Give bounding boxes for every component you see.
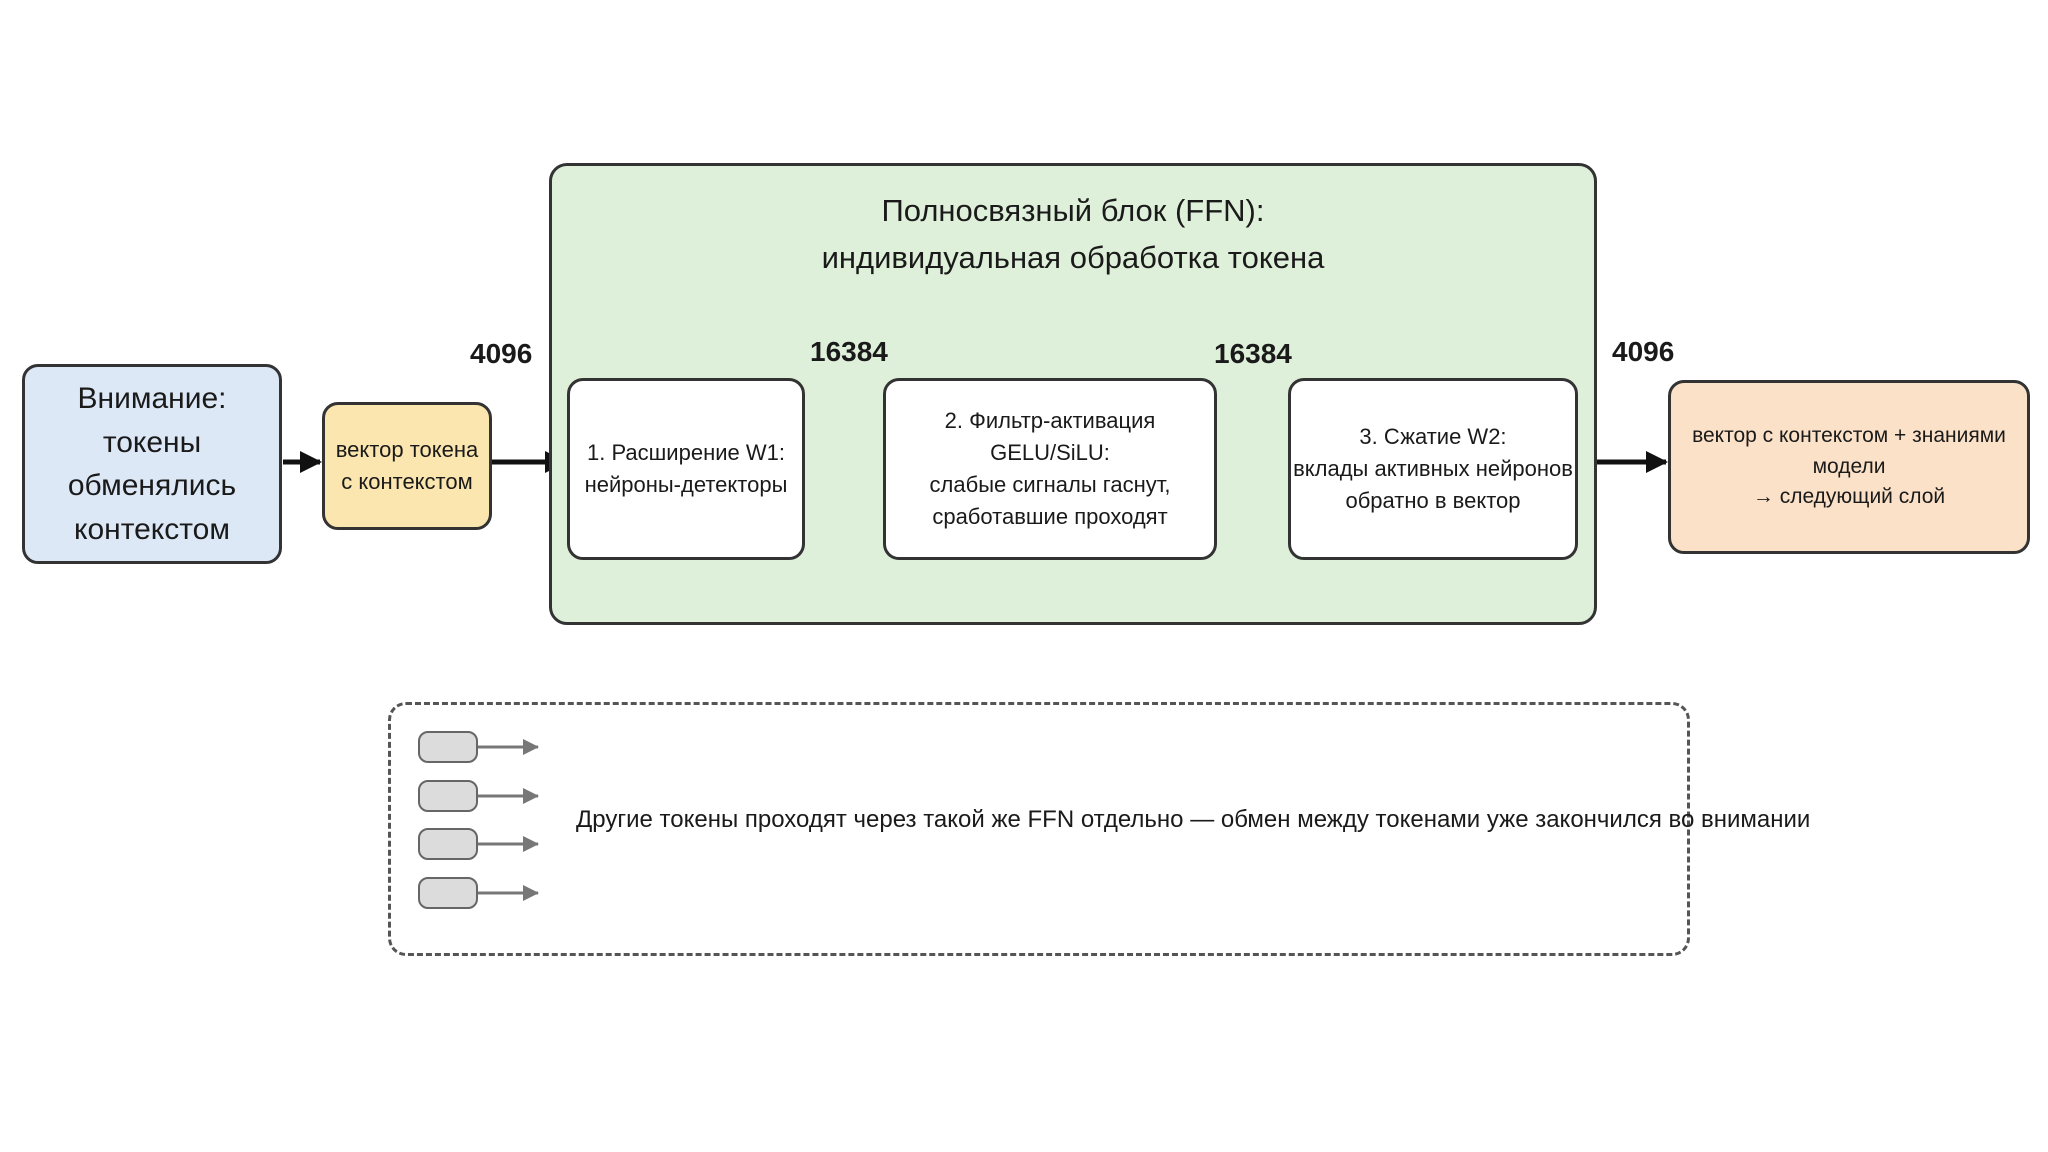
token-vector-line1: вектор токена <box>335 437 479 463</box>
other-tokens-note-text: Другие токены проходят через такой же FF… <box>576 806 1811 833</box>
dimension-label-input: 4096 <box>470 338 533 369</box>
step3-line3: обратно в вектор <box>1345 487 1521 513</box>
token-vector-block: вектор токена с контекстом <box>322 402 492 530</box>
attention-block: Внимание: токены обменялись контекстом <box>22 364 282 564</box>
other-tokens-note-box <box>388 702 1690 956</box>
step-compression-w2: 3. Сжатие W2: вклады активных нейронов о… <box>1288 378 1578 560</box>
ffn-title-line2: индивидуальная обработка токена <box>821 239 1325 275</box>
dimension-label-activated: 16384 <box>1214 338 1292 369</box>
mini-token-3 <box>418 828 478 860</box>
step2-line1: 2. Фильтр-активация GELU/SiLU: <box>944 408 1156 466</box>
dimension-label-expanded: 16384 <box>810 336 888 367</box>
step3-line2: вклады активных нейронов <box>1293 456 1573 482</box>
step-activation-filter: 2. Фильтр-активация GELU/SiLU: слабые си… <box>883 378 1217 560</box>
output-block: вектор с контекстом + знаниями модели → … <box>1668 380 2030 554</box>
ffn-title-line1: Полносвязный блок (FFN): <box>881 193 1265 228</box>
mini-token-1 <box>418 731 478 763</box>
step2-line3: сработавшие проходят <box>932 503 1168 529</box>
step1-line1: 1. Расширение W1: <box>587 440 785 466</box>
dimension-label-output: 4096 <box>1612 336 1675 367</box>
output-line1: вектор с контекстом + знаниями модели <box>1692 424 2006 478</box>
step1-line2: нейроны-детекторы <box>584 472 788 497</box>
attention-line1: Внимание: <box>77 382 227 415</box>
mini-token-4 <box>418 877 478 909</box>
attention-line2: токены обменялись <box>67 425 237 503</box>
attention-line3: контекстом <box>74 512 230 546</box>
mini-token-2 <box>418 780 478 812</box>
step3-line1: 3. Сжатие W2: <box>1359 424 1507 450</box>
output-line2: → следующий слой <box>1752 485 1946 509</box>
ffn-title: Полносвязный блок (FFN): индивидуальная … <box>549 188 1597 281</box>
step-expansion-w1: 1. Расширение W1: нейроны-детекторы <box>567 378 805 560</box>
token-vector-line2: с контекстом <box>341 469 473 494</box>
step2-line2: слабые сигналы гаснут, <box>929 472 1171 497</box>
